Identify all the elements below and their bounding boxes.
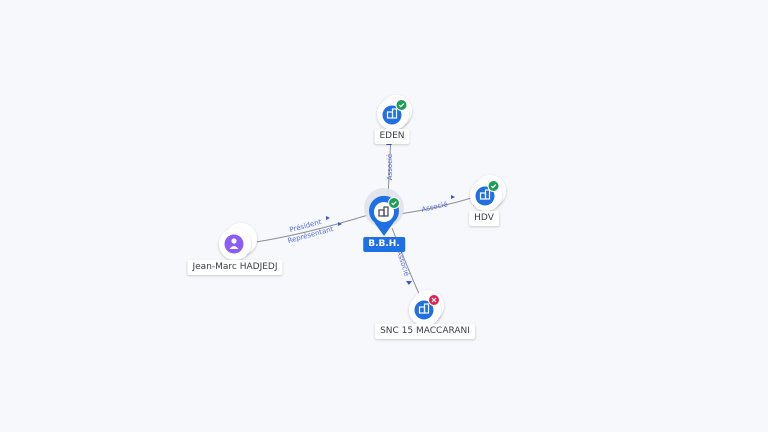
status-ok-icon — [395, 99, 408, 111]
node-hdv-label[interactable]: HDV — [469, 211, 499, 226]
building-icon — [418, 303, 430, 314]
status-ok-icon — [487, 180, 500, 192]
edge-snc-label: Associé — [395, 250, 411, 278]
edge-snc-arrow — [406, 281, 412, 285]
node-person-icon-bg — [224, 234, 244, 254]
person-icon — [229, 238, 239, 249]
status-ok-icon — [388, 197, 400, 209]
node-person[interactable] — [219, 223, 257, 260]
edge-person-arrow-2 — [338, 222, 342, 226]
building-icon — [479, 189, 491, 200]
node-eden-label[interactable]: EDEN — [374, 129, 410, 144]
edge-eden — [387, 134, 392, 198]
edge-person-arrow-1 — [326, 216, 330, 220]
node-snc[interactable] — [409, 290, 444, 326]
node-snc-label[interactable]: SNC 15 MACCARANI — [375, 324, 475, 339]
building-icon — [386, 108, 398, 119]
edge-hdv-label: Associé — [421, 200, 449, 214]
edge-eden-label: Associé — [386, 154, 394, 180]
node-hdv[interactable] — [470, 175, 506, 211]
node-center[interactable] — [364, 188, 404, 236]
edge-hdv-arrow — [451, 195, 455, 199]
node-person-label[interactable]: Jean-Marc HADJEDJ — [187, 260, 283, 275]
node-eden[interactable] — [377, 95, 412, 130]
node-center-label[interactable]: B.B.H. — [363, 237, 405, 252]
building-icon — [378, 206, 389, 217]
